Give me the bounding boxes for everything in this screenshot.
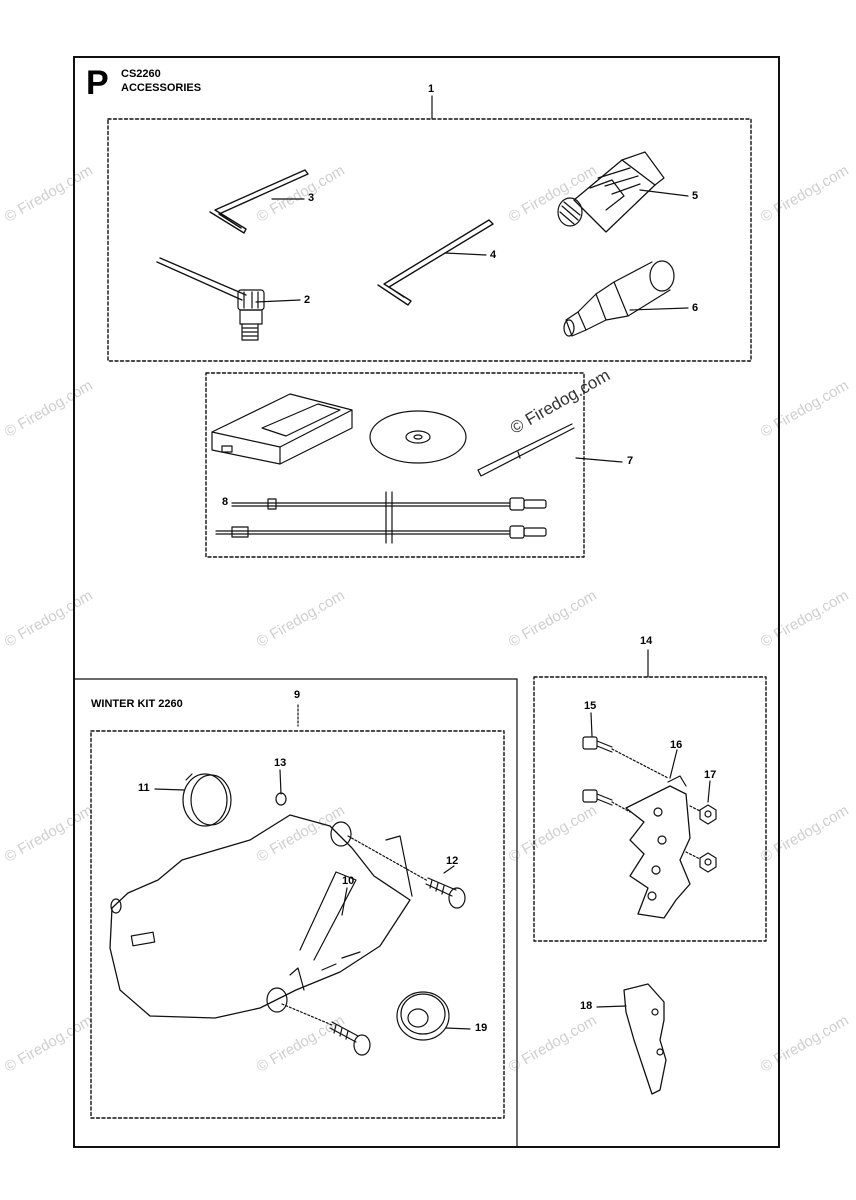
bumper-spike [625, 775, 691, 919]
leader-19 [445, 1027, 471, 1030]
callout-15: 15 [584, 700, 597, 712]
callout-12: 12 [446, 855, 459, 867]
nut-lower [685, 851, 717, 873]
callout-13: 13 [274, 757, 287, 769]
bolt-lower [582, 789, 631, 813]
small-washer-left [110, 898, 122, 914]
group-box-accessories [107, 118, 752, 362]
callout-16: 16 [670, 739, 683, 751]
model-number: CS2260 [121, 68, 161, 80]
callout-4: 4 [490, 249, 497, 261]
callout-3: 3 [308, 192, 315, 204]
drift-tool [563, 260, 675, 337]
callout-9: 9 [294, 689, 301, 701]
callout-17: 17 [704, 769, 717, 781]
callout-6: 6 [692, 302, 699, 314]
plug-11 [182, 773, 232, 827]
group-box-winter-kit [90, 730, 505, 1119]
cable-upper [231, 502, 511, 507]
callout-8: 8 [222, 496, 229, 508]
hex-key-large [377, 219, 494, 306]
washer-13 [275, 792, 287, 806]
callout-14: 14 [640, 635, 653, 647]
section-letter: P [86, 64, 109, 102]
kit-case [211, 393, 353, 465]
spike-plate-18 [623, 983, 667, 1095]
hex-key-small [209, 169, 309, 234]
callout-2: 2 [304, 294, 311, 306]
leader-17 [707, 780, 711, 803]
leader-2 [255, 299, 301, 303]
cable-lower [215, 530, 511, 535]
cd-disc [369, 410, 467, 464]
winter-cover [109, 814, 413, 1019]
winter-kit-title: WINTER KIT 2260 [91, 698, 183, 710]
screw-12 [347, 835, 466, 909]
leader-4 [444, 252, 487, 256]
leader-16 [669, 749, 678, 779]
combination-tool [156, 257, 265, 341]
callout-10: 10 [342, 875, 355, 887]
group-box-bumper-spike [533, 676, 767, 942]
diagram-title: ACCESSORIES [121, 82, 202, 94]
leader-15 [590, 712, 593, 737]
callout-5: 5 [692, 190, 699, 202]
leader-11 [154, 788, 185, 791]
diagnostic-kit [211, 393, 575, 544]
leader-18 [596, 1005, 627, 1008]
callout-11: 11 [138, 782, 150, 794]
grommet-19 [396, 991, 450, 1041]
bolt-15 [582, 736, 669, 779]
tweezers [477, 423, 575, 477]
callout-18: 18 [580, 1000, 593, 1012]
callout-19: 19 [475, 1022, 488, 1034]
callout-1: 1 [428, 83, 435, 95]
diagram-frame [73, 56, 780, 1148]
grease-tube [557, 151, 665, 233]
leader-12 [443, 865, 455, 874]
callout-7: 7 [627, 455, 634, 467]
nut-17 [689, 804, 717, 825]
leader-13 [279, 769, 282, 795]
group-box-kit [205, 372, 585, 558]
screw-lower [281, 1003, 371, 1056]
leader-6 [629, 307, 689, 311]
leader-7 [575, 457, 623, 463]
